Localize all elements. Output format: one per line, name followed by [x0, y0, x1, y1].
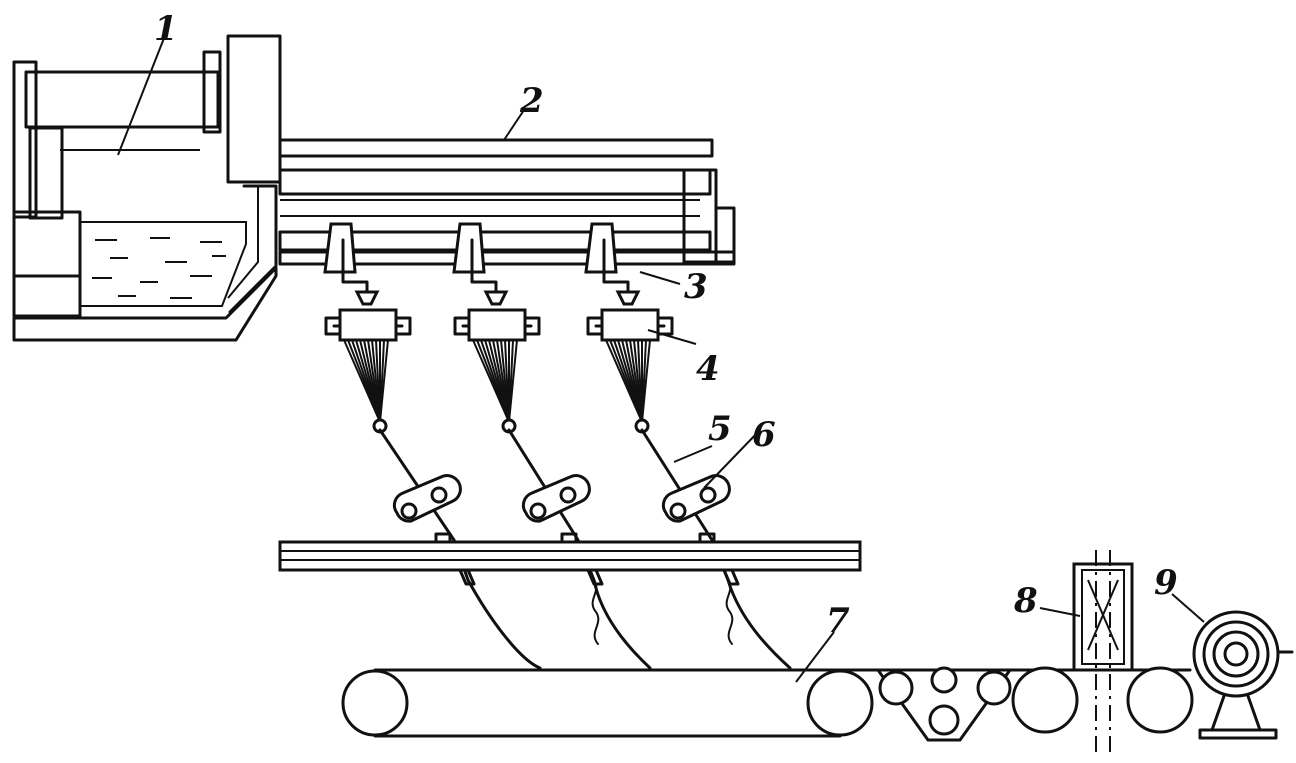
pull-roller-row	[392, 474, 731, 523]
spinneret-row	[324, 308, 674, 434]
label-5: 5	[708, 409, 732, 449]
guide-plate	[278, 532, 862, 586]
bushing	[452, 222, 509, 306]
molten-glass-waves	[92, 237, 226, 299]
label-6: 6	[752, 415, 776, 455]
feeder-channel	[278, 138, 736, 266]
spinneret	[324, 308, 412, 434]
callout-labels: 1 2 3 4 5 6 7 8 9	[154, 9, 1178, 641]
melting-furnace	[12, 34, 282, 342]
tension-roller-group	[876, 666, 1012, 742]
label-2: 2	[519, 81, 544, 121]
label-9: 9	[1154, 563, 1178, 603]
label-1: 1	[154, 9, 178, 49]
cutter	[1011, 550, 1194, 752]
label-4: 4	[696, 349, 720, 389]
label-3: 3	[684, 267, 708, 307]
spinneret	[453, 308, 541, 434]
spinneret	[586, 308, 674, 434]
label-8: 8	[1013, 581, 1038, 621]
pull-roller	[661, 474, 731, 523]
pull-roller	[521, 474, 591, 523]
bushing	[584, 222, 641, 306]
bushing	[323, 222, 380, 306]
winder	[1192, 610, 1294, 740]
leader-lines	[117, 27, 1205, 683]
bushing-row	[323, 222, 641, 306]
label-7: 7	[826, 601, 850, 641]
pull-roller	[392, 474, 462, 523]
